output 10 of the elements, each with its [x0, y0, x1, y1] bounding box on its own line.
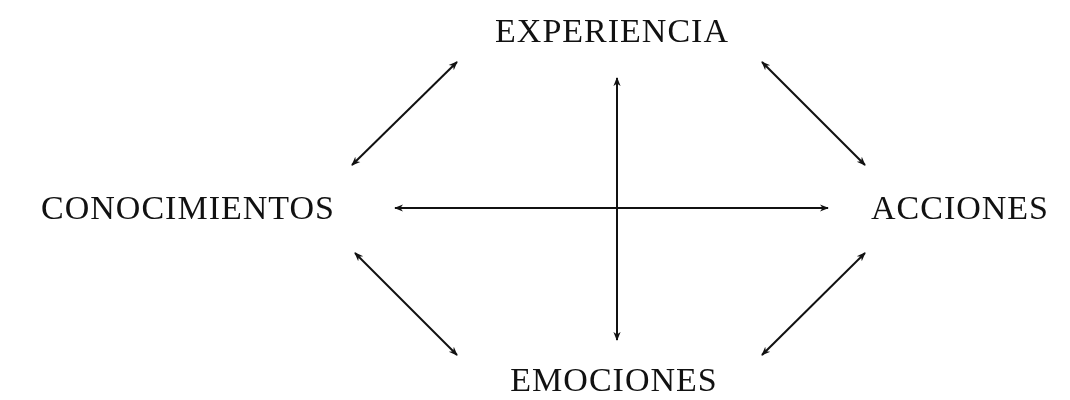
double-arrow — [613, 77, 621, 341]
concept-label: CONOCIMIENTOS — [41, 191, 335, 225]
concept-label: EMOCIONES — [510, 363, 718, 397]
concept-label: EXPERIENCIA — [495, 14, 729, 48]
double-arrow — [761, 252, 866, 356]
double-arrow — [394, 204, 829, 212]
concept-label: ACCIONES — [871, 191, 1049, 225]
double-arrow — [351, 61, 458, 166]
double-arrow — [354, 252, 458, 356]
double-arrow — [761, 61, 866, 166]
